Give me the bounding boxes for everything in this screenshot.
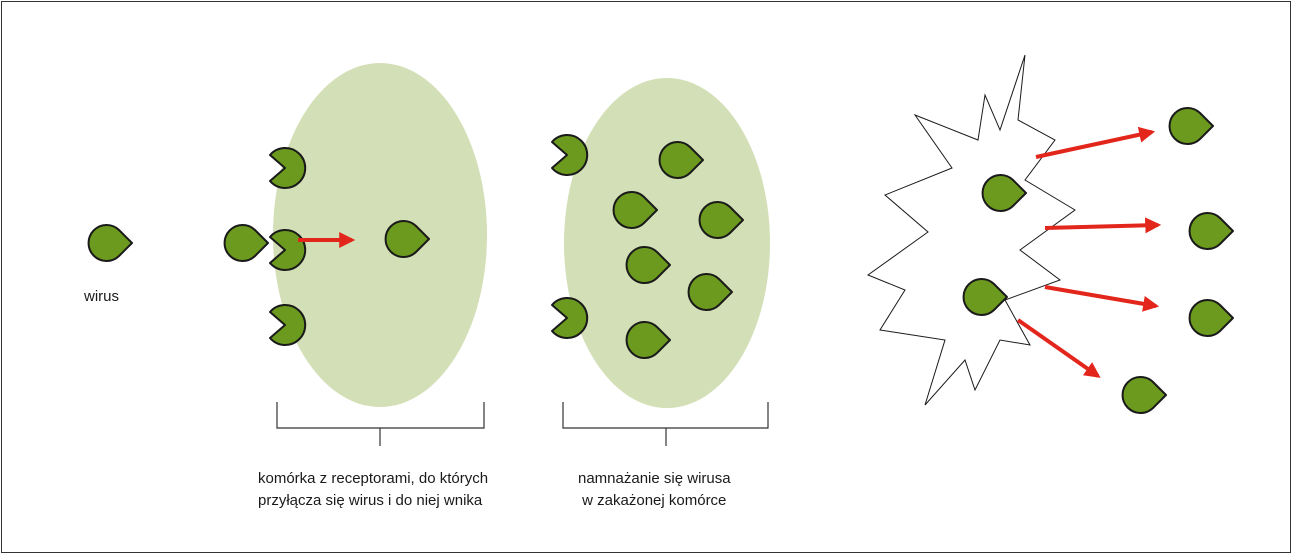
entry-caption-line1: komórka z receptorami, do których [258, 468, 488, 490]
pacman-receptor-icon [270, 148, 305, 188]
release-arrow [1036, 132, 1152, 157]
replication-caption-line1: namnażanie się wirusa [578, 468, 731, 490]
receptor-bottom [270, 305, 305, 345]
release-arrow [1018, 320, 1098, 376]
attaching-virus [225, 225, 268, 261]
pacman-receptor-icon [552, 135, 587, 175]
bracket-replication [563, 402, 768, 446]
receptor-top [270, 148, 305, 188]
escaped-virus [1123, 377, 1166, 413]
teardrop-virus-icon [89, 225, 132, 261]
ruptured-cell [868, 55, 1075, 405]
teardrop-virus-icon [1190, 300, 1233, 336]
entry-caption-line2: przyłącza się wirus i do niej wnika [258, 490, 488, 512]
free-virus [89, 225, 132, 261]
replication-caption-line2: w zakażonej komórce [578, 490, 731, 512]
teardrop-virus-icon [1170, 108, 1213, 144]
pacman-receptor-icon [270, 305, 305, 345]
bracket-entry [277, 402, 484, 446]
escaped-virus [1190, 213, 1233, 249]
escaped-virus [1170, 108, 1213, 144]
host-cell-entry [273, 63, 487, 407]
pacman-receptor-icon [552, 298, 587, 338]
teardrop-virus-icon [1190, 213, 1233, 249]
receptor-top-2 [552, 135, 587, 175]
receptor-bottom-2 [552, 298, 587, 338]
teardrop-virus-icon [225, 225, 268, 261]
host-cell-replication [564, 78, 770, 408]
virus-label: wirus [84, 286, 119, 308]
replication-caption: namnażanie się wirusa w zakażonej komórc… [578, 468, 731, 512]
release-arrow [1045, 287, 1156, 306]
entry-caption: komórka z receptorami, do których przyłą… [258, 468, 488, 512]
escaped-virus [1190, 300, 1233, 336]
teardrop-virus-icon [1123, 377, 1166, 413]
release-arrow [1045, 225, 1158, 228]
